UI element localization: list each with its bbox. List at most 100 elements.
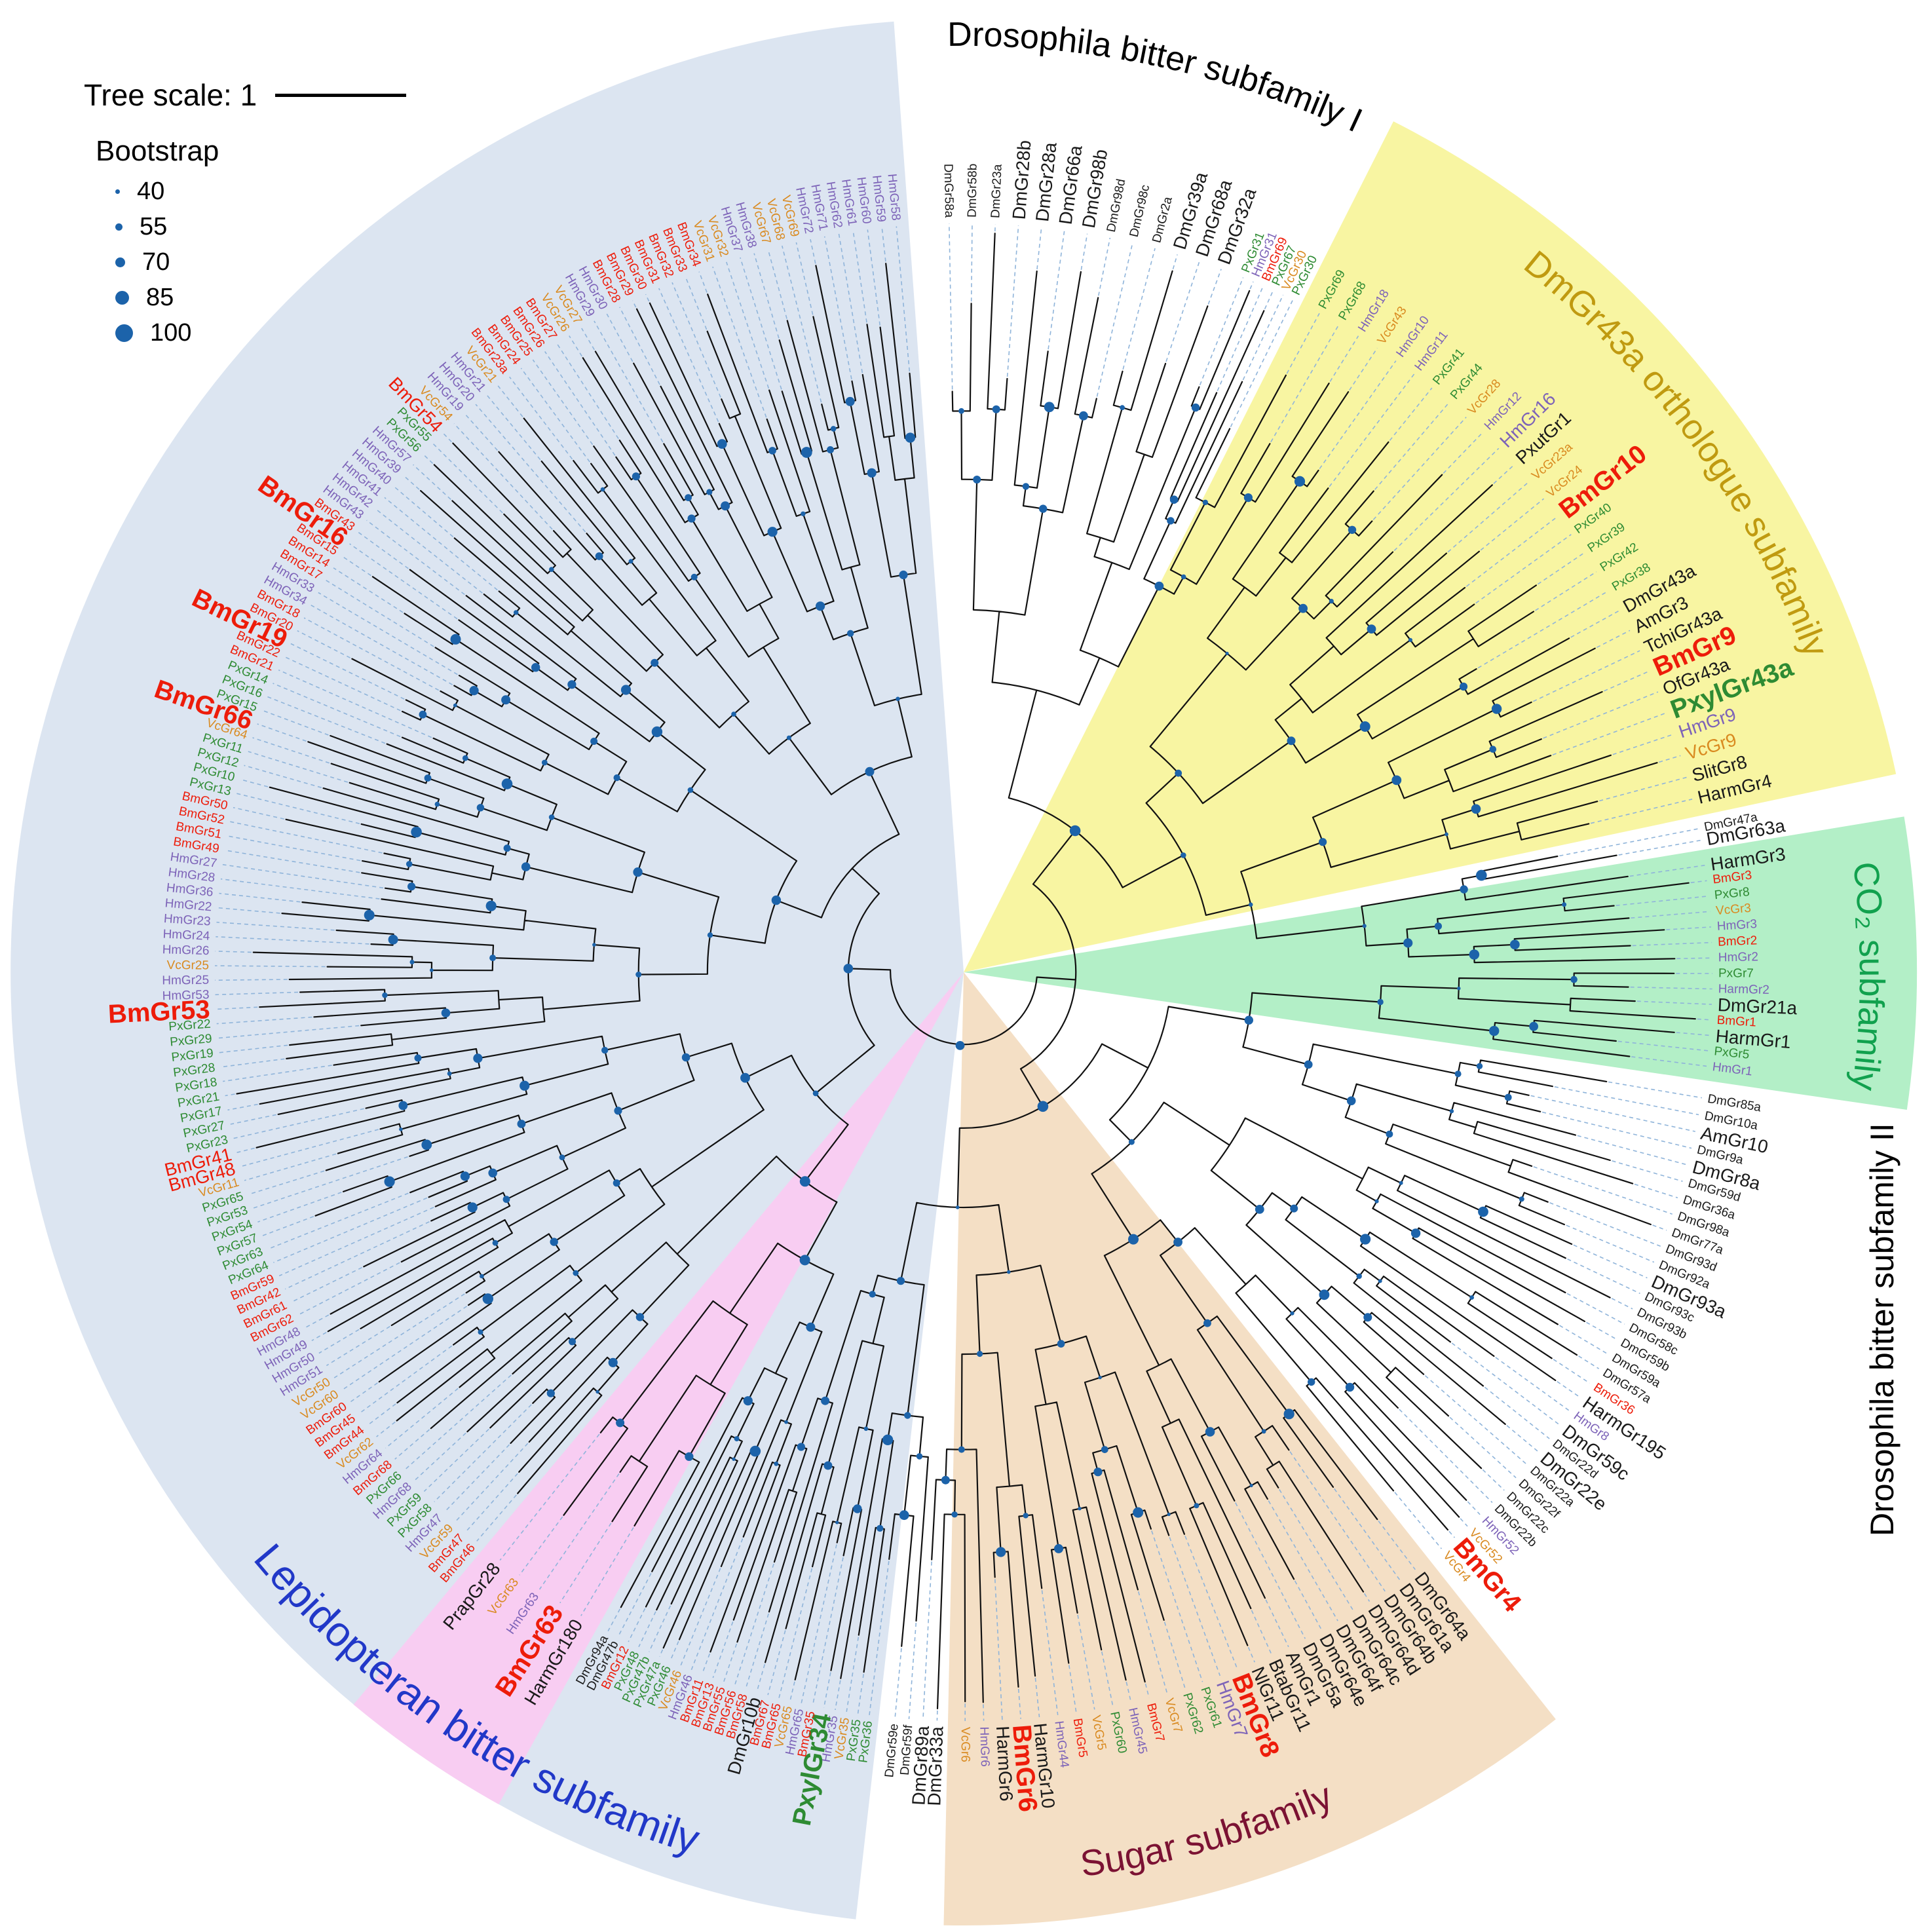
bootstrap-node-dot	[482, 1293, 493, 1304]
bootstrap-node-dot	[541, 759, 548, 766]
bootstrap-node-dot	[1469, 949, 1480, 960]
bootstrap-node-dot	[1079, 411, 1088, 421]
bootstrap-node-dot	[1348, 525, 1357, 534]
bootstrap-node-dot	[1128, 1234, 1139, 1245]
bootstrap-node-dot	[1244, 1015, 1254, 1025]
bootstrap-node-dot	[687, 514, 696, 523]
bootstrap-node-dot	[501, 695, 511, 705]
subfamily-title-dros2: Drosophila bitter subfamily II	[1864, 1123, 1900, 1536]
bootstrap-node-dot	[399, 1127, 403, 1131]
bootstrap-node-dot	[877, 1525, 884, 1532]
bootstrap-node-dot	[595, 1390, 599, 1394]
bootstrap-node-dot	[845, 396, 855, 406]
tip-label: VcGr3	[1715, 901, 1751, 918]
bootstrap-node-dot	[717, 439, 727, 449]
bootstrap-node-dot	[1202, 499, 1209, 506]
tip-label: PxGr22	[168, 1017, 212, 1034]
bootstrap-node-dot	[1169, 495, 1179, 504]
bootstrap-node-dot	[706, 489, 713, 495]
bootstrap-dot-icon	[115, 223, 123, 231]
bootstrap-node-dot	[899, 570, 908, 580]
bootstrap-node-dot	[1249, 1483, 1253, 1488]
bootstrap-node-dot	[1359, 721, 1370, 732]
bootstrap-node-dot	[1283, 1409, 1295, 1420]
bootstrap-node-dot	[595, 552, 603, 560]
tip-label: HmGr6	[977, 1726, 992, 1767]
bootstrap-node-dot	[382, 992, 388, 998]
bootstrap-node-dot	[620, 685, 632, 695]
bootstrap-node-dot	[958, 1446, 965, 1453]
bootstrap-node-dot	[941, 1475, 950, 1485]
bootstrap-legend-item: 55	[115, 212, 406, 241]
bootstrap-node-dot	[690, 573, 698, 580]
bootstrap-node-dot	[863, 1426, 869, 1431]
tree-scale: Tree scale: 1	[84, 77, 407, 113]
tip-label: DmGr58b	[966, 164, 980, 218]
bootstrap-node-dot	[549, 567, 554, 572]
bootstrap-value: 40	[137, 177, 165, 205]
bootstrap-node-dot	[685, 1452, 694, 1461]
bootstrap-node-dot	[592, 943, 596, 947]
bootstrap-node-dot	[590, 738, 598, 745]
tree-scale-bar	[275, 93, 407, 97]
bootstrap-node-dot	[1205, 1427, 1215, 1437]
bootstrap-node-dot	[1093, 1468, 1103, 1477]
bootstrap-node-dot	[573, 1270, 579, 1276]
bootstrap-node-dot	[1329, 599, 1334, 604]
bootstrap-node-dot	[635, 1313, 645, 1321]
bootstrap-node-dot	[1101, 1446, 1108, 1454]
bootstrap-dot-icon	[115, 324, 133, 342]
bootstrap-node-dot	[996, 1547, 1006, 1557]
bootstrap-node-dot	[1181, 574, 1186, 580]
bootstrap-node-dot	[447, 1071, 452, 1076]
bootstrap-node-dot	[1037, 1101, 1049, 1112]
bootstrap-node-dot	[569, 1338, 576, 1346]
bootstrap-node-dot	[521, 862, 531, 871]
bootstrap-node-dot	[1057, 1340, 1065, 1348]
bootstrap-legend-item: 85	[115, 283, 406, 312]
bootstrap-node-dot	[1167, 1512, 1171, 1517]
bootstrap-node-dot	[955, 1205, 960, 1209]
bootstrap-node-dot	[951, 1511, 958, 1518]
bootstrap-node-dot	[1391, 775, 1402, 786]
bootstrap-node-dot	[1471, 804, 1481, 814]
bootstrap-node-dot	[685, 494, 692, 501]
bootstrap-node-dot	[1403, 938, 1413, 948]
sector-sugar	[943, 972, 1556, 1926]
bootstrap-node-dot	[1491, 704, 1502, 714]
bootstrap-node-dot	[816, 601, 825, 611]
bootstrap-node-dot	[992, 405, 1000, 413]
bootstrap-node-dot	[1408, 637, 1412, 643]
bootstrap-node-dot	[1022, 483, 1030, 490]
bootstrap-value: 70	[142, 248, 170, 276]
bootstrap-node-dot	[651, 726, 663, 738]
tip-label: PxGr7	[1718, 966, 1754, 980]
bootstrap-node-dot	[364, 909, 375, 920]
subfamily-title-co2: CO₂ subfamily	[1845, 860, 1892, 1093]
bootstrap-node-dot	[600, 487, 605, 492]
tip-label: DmGr98d	[1105, 178, 1129, 233]
bootstrap-node-dot	[616, 1418, 625, 1428]
bootstrap-node-dot	[801, 447, 812, 458]
bootstrap-node-dot	[771, 895, 782, 905]
bootstrap-node-dot	[749, 1445, 761, 1457]
bootstrap-node-dot	[786, 735, 791, 740]
bootstrap-node-dot	[799, 1176, 810, 1187]
tip-label: HmGr24	[162, 928, 210, 943]
tip-label: BmGr2	[1718, 934, 1758, 949]
bootstrap-node-dot	[1243, 493, 1253, 502]
bootstrap-node-dot	[1449, 1108, 1454, 1114]
bootstrap-legend-item: 70	[115, 248, 406, 276]
bootstrap-node-dot	[1225, 651, 1229, 656]
bootstrap-node-dot	[1290, 1311, 1295, 1316]
bootstrap-node-dot	[955, 1041, 965, 1050]
bootstrap-node-dot	[488, 1168, 497, 1178]
bootstrap-node-dot	[1529, 1021, 1539, 1031]
bootstrap-node-dot	[489, 955, 497, 962]
bootstrap-node-dot	[797, 1443, 805, 1451]
bootstrap-node-dot	[1194, 1503, 1200, 1509]
bootstrap-node-dot	[398, 1101, 408, 1110]
tip-label: HmGr2	[1718, 950, 1759, 964]
